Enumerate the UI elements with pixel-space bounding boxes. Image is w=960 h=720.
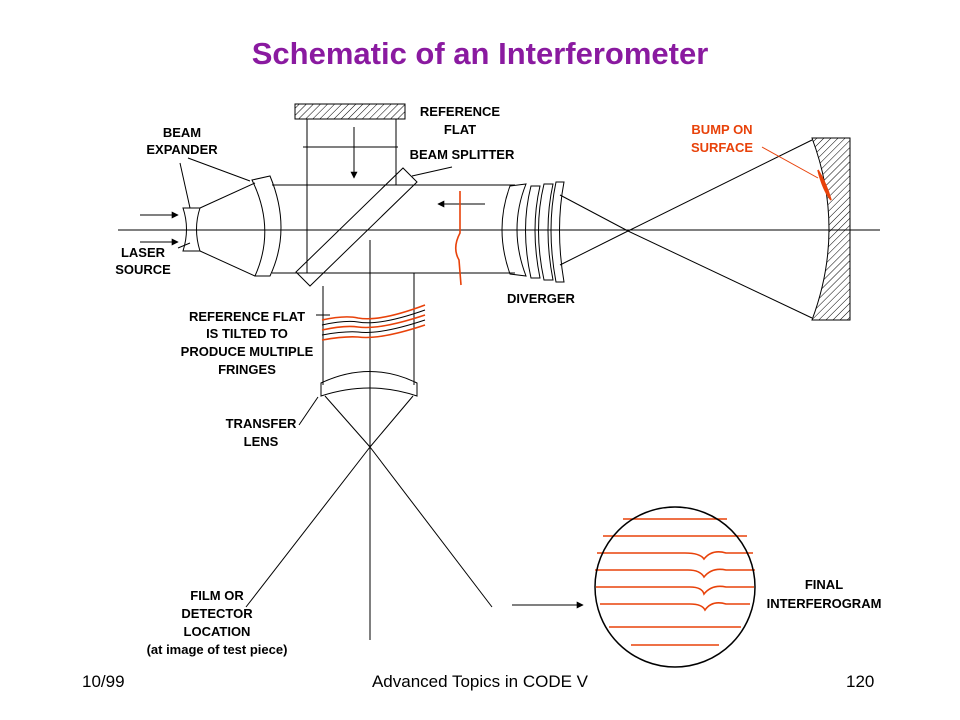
laser-source-leader [177, 242, 191, 249]
interferogram-label-line-1: FINAL [805, 577, 843, 592]
laser-source-label-line-2: SOURCE [115, 262, 171, 277]
expanding-ray-bottom [199, 250, 256, 277]
tilted-flat-label-line-4: FRINGES [218, 362, 276, 377]
bump-leader [761, 146, 819, 179]
cone-left-upper [324, 395, 371, 448]
test-ray-bottom [627, 230, 813, 319]
tilted-flat-label-line-3: PRODUCE MULTIPLE [181, 344, 314, 359]
fringe-line [596, 585, 754, 596]
beam-splitter-leader [411, 166, 453, 177]
beam-expander-label-line-1: BEAM [163, 125, 201, 140]
page-title: Schematic of an Interferometer [251, 36, 709, 71]
interferogram-circle [594, 506, 756, 668]
bump-label-line-2: SURFACE [691, 140, 753, 155]
beam-expander-leader-2 [179, 162, 191, 209]
expanding-ray-top [199, 182, 256, 209]
beam-splitter [295, 167, 418, 287]
footer-page-number: 120 [846, 672, 875, 691]
return-wavefront [454, 191, 462, 286]
diverger-lens-3 [538, 183, 554, 281]
reference-flat [294, 103, 406, 120]
diverger-label: DIVERGER [507, 291, 576, 306]
diverger-lens-4 [550, 181, 565, 283]
bump-label-line-1: BUMP ON [691, 122, 752, 137]
focus-ray-top [559, 194, 629, 232]
interferogram [595, 518, 755, 646]
beam-splitter-label: BEAM SPLITTER [410, 147, 515, 162]
cone-right-upper [369, 395, 414, 448]
fringe-line [597, 551, 753, 561]
test-piece [811, 137, 851, 321]
film-label-line-4: (at image of test piece) [147, 642, 288, 657]
transfer-lens-leader [298, 396, 319, 426]
laser-source-label-line-1: LASER [121, 245, 166, 260]
fringe-line [600, 602, 750, 612]
fringe-line [595, 568, 755, 579]
tilted-fringe-3 [321, 324, 426, 341]
film-label-line-2: DETECTOR [181, 606, 253, 621]
tilted-flat-label-line-1: REFERENCE FLAT [189, 309, 305, 324]
film-label-line-1: FILM OR [190, 588, 244, 603]
footer-date: 10/99 [82, 672, 125, 691]
diverger-lens-1 [501, 183, 527, 277]
reference-flat-label-line-2: FLAT [444, 122, 476, 137]
tilted-fringe-4 [321, 309, 426, 326]
tilted-fringe-1 [321, 304, 426, 321]
focus-ray-bottom [559, 230, 629, 266]
transfer-lens-label-line-2: LENS [244, 434, 279, 449]
bump-on-surface [817, 169, 832, 201]
tilted-flat-label-line-2: IS TILTED TO [206, 326, 288, 341]
collimating-lens [251, 175, 282, 277]
reference-flat-label-line-1: REFERENCE [420, 104, 501, 119]
cone-right-lower [369, 446, 493, 608]
diverger-lens-2 [525, 185, 541, 279]
tilted-fringe-5 [321, 319, 426, 336]
beam-expander-label-line-2: EXPANDER [146, 142, 218, 157]
test-ray-top [627, 139, 813, 232]
tilted-fringe-2 [321, 314, 426, 331]
footer-course: Advanced Topics in CODE V [371, 672, 589, 691]
interferogram-label-line-2: INTERFEROGRAM [767, 596, 882, 611]
cone-left-lower [245, 446, 371, 608]
transfer-lens [320, 371, 418, 397]
transfer-lens-label-line-1: TRANSFER [226, 416, 297, 431]
film-label-line-3: LOCATION [184, 624, 251, 639]
beam-expander-leader-1 [187, 157, 251, 182]
